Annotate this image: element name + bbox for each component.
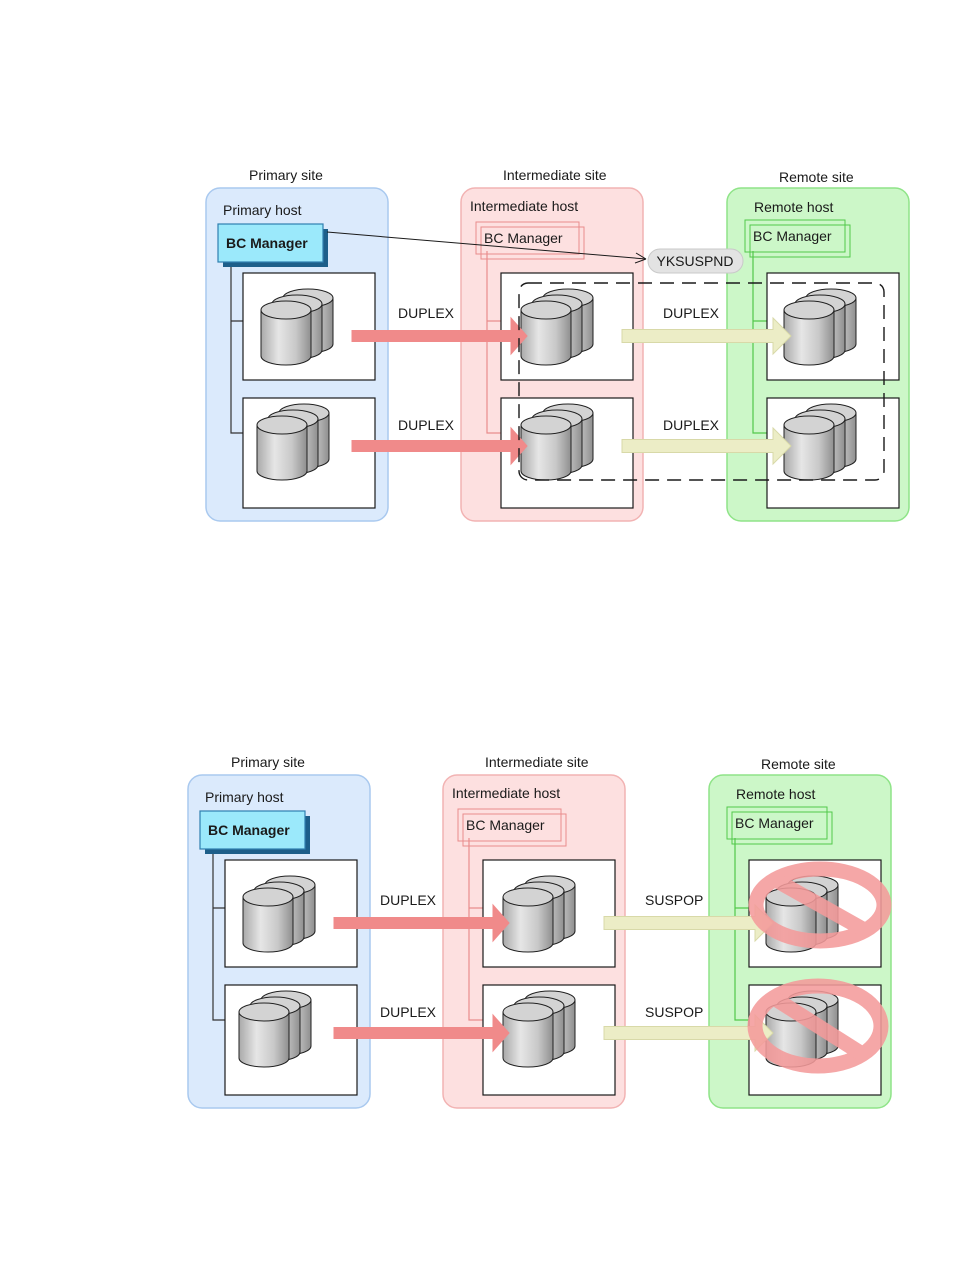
link-label: DUPLEX xyxy=(380,1004,437,1020)
disk-stack-icon xyxy=(256,403,330,481)
command-arrow-head xyxy=(634,252,647,264)
command-bubble xyxy=(647,248,744,274)
remote-host-label: Remote host xyxy=(754,199,833,215)
remote-bc-manager: BC Manager xyxy=(744,219,851,258)
intermediate-site-label: Intermediate site xyxy=(503,167,607,183)
bc-manager-label: BC Manager xyxy=(226,235,308,251)
link-label: DUPLEX xyxy=(398,305,455,321)
disk-stack-icon xyxy=(238,990,312,1068)
remote-bc-manager: BC Manager xyxy=(726,806,833,845)
disk-stack-icon xyxy=(520,403,594,481)
intermediate-bc-manager: BC Manager xyxy=(475,221,585,260)
link-label: SUSPOP xyxy=(645,1004,703,1020)
remote-copy-arrow xyxy=(621,316,792,356)
primary-host-connector xyxy=(230,251,244,434)
remote-site-label: Remote site xyxy=(761,756,836,772)
command-arrow-line xyxy=(326,231,647,260)
primary-host-connector xyxy=(212,838,226,1021)
disk-stack-icon xyxy=(502,875,576,953)
intermediate-bc-manager: BC Manager xyxy=(457,808,567,847)
link-label: DUPLEX xyxy=(398,417,455,433)
intermediate-site-label: Intermediate site xyxy=(485,754,589,770)
duplex-arrow xyxy=(333,903,510,943)
link-label: DUPLEX xyxy=(663,417,720,433)
disk-stack-icon xyxy=(783,403,857,481)
remote-host-connector xyxy=(752,251,768,434)
link-label: SUSPOP xyxy=(645,892,703,908)
intermediate-host-label: Intermediate host xyxy=(470,198,578,214)
duplex-arrow xyxy=(333,1013,510,1053)
bc-manager-label: BC Manager xyxy=(466,817,545,833)
link-label: DUPLEX xyxy=(663,305,720,321)
remote-copy-arrow xyxy=(621,426,792,466)
remote-host-label: Remote host xyxy=(736,786,815,802)
diagram-2: Primary site Intermediate site Remote site… xyxy=(187,754,892,1109)
link-label: DUPLEX xyxy=(380,892,437,908)
bc-manager-label: BC Manager xyxy=(753,228,832,244)
remote-host-connector xyxy=(734,838,750,1021)
primary-bc-manager: BC Manager xyxy=(199,810,310,854)
prohibited-icon xyxy=(748,861,892,949)
primary-site-label: Primary site xyxy=(231,754,305,770)
bc-manager-label: BC Manager xyxy=(208,822,290,838)
primary-site-label: Primary site xyxy=(249,167,323,183)
bc-manager-label: BC Manager xyxy=(735,815,814,831)
command-label: YKSUSPND xyxy=(656,253,733,269)
disk-stack-icon xyxy=(260,288,334,366)
prohibited-icon xyxy=(747,978,889,1074)
bc-manager-label: BC Manager xyxy=(484,230,563,246)
intermediate-host-connector xyxy=(468,838,484,1021)
intermediate-host-label: Intermediate host xyxy=(452,785,560,801)
disk-stack-icon xyxy=(242,875,316,953)
primary-bc-manager: BC Manager xyxy=(217,223,328,267)
diagram-1: Primary site Intermediate site Remote site… xyxy=(205,167,910,522)
primary-host-label: Primary host xyxy=(205,789,284,805)
primary-host-label: Primary host xyxy=(223,202,302,218)
consistency-group-boundary xyxy=(518,282,885,481)
disk-stack-icon xyxy=(783,288,857,366)
disk-stack-icon xyxy=(520,288,594,366)
disk-stack-icon xyxy=(502,990,576,1068)
remote-site-label: Remote site xyxy=(779,169,854,185)
intermediate-host-connector xyxy=(486,251,502,434)
